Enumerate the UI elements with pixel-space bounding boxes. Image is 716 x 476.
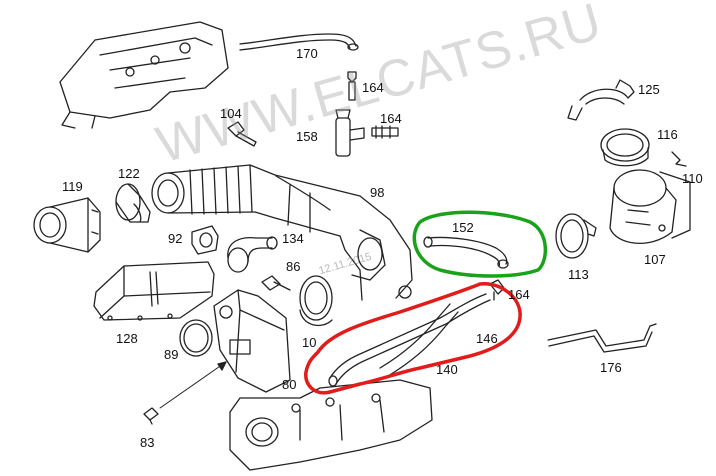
hose-152: [423, 236, 509, 269]
label-89: 89: [164, 347, 179, 362]
label-146: 146: [476, 331, 498, 346]
label-116: 116: [657, 127, 678, 142]
label-80: 80: [282, 377, 297, 392]
label-110: 110: [682, 171, 703, 186]
label-164-mid: 164: [380, 111, 402, 126]
label-113: 113: [568, 267, 589, 282]
clamp-113: [555, 213, 597, 259]
air-intake-duct: [151, 164, 413, 301]
fitting-164-top: [347, 71, 357, 101]
throttle-body-80: [213, 289, 291, 393]
engine-cover-part: [59, 21, 229, 129]
red-highlight: [304, 282, 522, 395]
oring-89: [179, 319, 213, 357]
label-158: 158: [296, 129, 318, 144]
screw-83: [143, 361, 227, 425]
ring-116: [600, 128, 650, 167]
throttle-119: [33, 197, 101, 253]
label-152: 152: [452, 220, 474, 235]
elbow-134: [227, 236, 278, 273]
label-170: 170: [296, 46, 318, 61]
label-122: 122: [118, 166, 140, 181]
label-86: 86: [286, 259, 301, 274]
housing-107: [609, 169, 691, 244]
label-128: 128: [116, 331, 138, 346]
hose-146: [328, 293, 491, 387]
label-125: 125: [638, 82, 660, 97]
label-83: 83: [140, 435, 155, 450]
bolt-86: [261, 275, 291, 291]
label-119: 119: [62, 179, 83, 194]
clamp-125: [567, 79, 635, 121]
label-134: 134: [282, 231, 304, 246]
tee-158: [335, 109, 365, 157]
label-164-top: 164: [362, 80, 384, 95]
label-107: 107: [644, 252, 666, 267]
green-highlight: [412, 210, 548, 278]
pipe-176: [547, 323, 657, 353]
label-140: 140: [436, 362, 458, 377]
ring-122: [115, 183, 151, 223]
bolt-104: [227, 121, 257, 147]
lower-manifold: [229, 379, 433, 471]
label-164-low: 164: [508, 287, 530, 302]
fitting-164-mid: [371, 125, 399, 139]
ring-10x: [299, 275, 333, 327]
label-176: 176: [600, 360, 622, 375]
label-104: 104: [220, 106, 242, 121]
label-10x: 10: [302, 335, 317, 350]
sensor-92: [191, 225, 219, 255]
cover-128: [93, 261, 215, 321]
clip-110: [671, 151, 687, 167]
hose-170: [239, 33, 359, 51]
label-92: 92: [168, 231, 183, 246]
label-98: 98: [370, 185, 385, 200]
